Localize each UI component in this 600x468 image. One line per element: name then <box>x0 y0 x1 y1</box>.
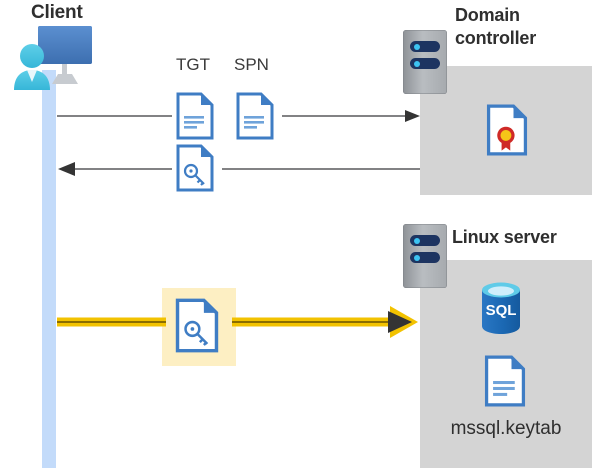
spn-label: SPN <box>234 55 269 74</box>
spn-document-icon <box>236 92 274 145</box>
arrow-dc-to-client <box>58 162 420 176</box>
linux-server-icon <box>403 224 447 288</box>
ticket-key-document-icon <box>176 144 214 197</box>
client-lifeline <box>42 70 56 468</box>
client-icon <box>8 24 94 94</box>
keytab-filename-label: mssql.keytab <box>450 418 562 439</box>
arrow-client-to-linux <box>57 306 418 338</box>
domain-controller-title-line2: controller <box>455 28 537 48</box>
linux-server-title: Linux server <box>452 227 557 247</box>
keytab-document-icon <box>484 355 526 412</box>
tgt-label: TGT <box>176 55 210 74</box>
tgt-document-icon <box>176 92 214 145</box>
domain-controller-title-line1: Domain <box>455 5 520 25</box>
service-ticket-key-document-icon <box>175 298 219 358</box>
domain-controller-title: Domain controller <box>455 4 595 50</box>
sql-label: SQL <box>486 302 517 319</box>
domain-controller-server-icon <box>403 30 447 94</box>
sql-database-icon: SQL <box>479 281 523 340</box>
certificate-icon <box>486 104 528 161</box>
client-title: Client <box>31 2 83 23</box>
